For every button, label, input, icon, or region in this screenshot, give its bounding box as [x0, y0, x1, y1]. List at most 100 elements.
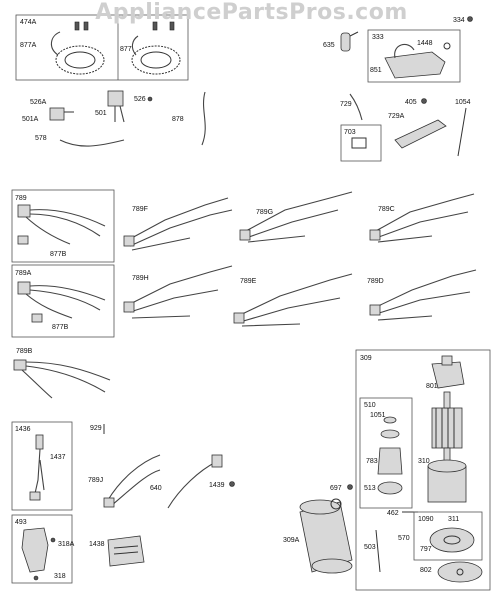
- end-cap-801: [431, 355, 465, 389]
- label-1437[interactable]: 1437: [50, 454, 66, 461]
- label-789C[interactable]: 789C: [378, 206, 395, 213]
- label-501A[interactable]: 501A: [22, 116, 39, 123]
- solenoid-493: [21, 527, 56, 581]
- box-309: [355, 349, 491, 591]
- label-503[interactable]: 503: [364, 544, 376, 551]
- label-578[interactable]: 578: [35, 135, 47, 142]
- label-333[interactable]: 333: [372, 34, 384, 41]
- box-493: [11, 514, 73, 584]
- clip-729A: [394, 119, 447, 149]
- housing-310: [427, 459, 467, 503]
- harness-789G: [239, 191, 353, 243]
- harness-789: [17, 204, 106, 245]
- label-1090[interactable]: 1090: [418, 516, 434, 523]
- label-1054[interactable]: 1054: [455, 99, 471, 106]
- label-697[interactable]: 697: [330, 485, 342, 492]
- label-729[interactable]: 729: [340, 101, 352, 108]
- label-802[interactable]: 802: [420, 567, 432, 574]
- harness-789D: [369, 269, 477, 321]
- label-310[interactable]: 310: [418, 458, 430, 465]
- box-510: [359, 397, 413, 509]
- label-789J[interactable]: 789J: [88, 477, 103, 484]
- label-877[interactable]: 877: [120, 46, 132, 53]
- box-703: [340, 124, 382, 162]
- cable-878: [201, 91, 206, 146]
- box-1436: [11, 421, 73, 511]
- label-309[interactable]: 309: [360, 355, 372, 362]
- part-334: [467, 16, 473, 22]
- label-877B-1[interactable]: 877B: [50, 251, 67, 258]
- box-789A: [11, 264, 115, 338]
- end-plate-802: [437, 561, 483, 583]
- label-1448[interactable]: 1448: [417, 40, 433, 47]
- label-510[interactable]: 510: [364, 402, 376, 409]
- label-309A[interactable]: 309A: [283, 537, 300, 544]
- switch-1436: [29, 434, 45, 501]
- harness-789B: [13, 359, 111, 399]
- ignition-module-333: [384, 42, 451, 79]
- label-311[interactable]: 311: [448, 516, 459, 523]
- harness-789A: [17, 281, 106, 323]
- box-789: [11, 189, 115, 263]
- part-501A: [49, 107, 74, 121]
- label-789G[interactable]: 789G: [256, 209, 273, 216]
- box-333: [367, 29, 461, 83]
- label-318[interactable]: 318: [54, 573, 66, 580]
- label-1051[interactable]: 1051: [370, 412, 386, 419]
- harness-789F: [123, 197, 233, 251]
- label-789B[interactable]: 789B: [16, 348, 33, 355]
- starter-motor-309A: [299, 498, 353, 574]
- stator-877A: [50, 21, 105, 75]
- label-635[interactable]: 635: [323, 42, 335, 49]
- label-929[interactable]: 929: [90, 425, 102, 432]
- label-789[interactable]: 789: [15, 195, 27, 202]
- label-797[interactable]: 797: [420, 546, 432, 553]
- part-405: [421, 98, 427, 104]
- part-635: [340, 31, 359, 52]
- brush-plate-1090: [429, 527, 475, 553]
- label-1436[interactable]: 1436: [15, 426, 31, 433]
- label-1439[interactable]: 1439: [209, 482, 225, 489]
- label-526[interactable]: 526: [134, 96, 146, 103]
- part-1439: [229, 481, 235, 487]
- tie-729: [349, 93, 363, 121]
- part-703: [351, 137, 367, 149]
- label-851[interactable]: 851: [370, 67, 382, 74]
- cable-578: [59, 139, 125, 147]
- bracket-503: [375, 529, 381, 573]
- label-783[interactable]: 783: [366, 458, 378, 465]
- label-513[interactable]: 513: [364, 485, 376, 492]
- label-801[interactable]: 801: [426, 383, 438, 390]
- box-1090: [413, 511, 483, 561]
- armature-310: [431, 391, 463, 465]
- label-526A[interactable]: 526A: [30, 99, 47, 106]
- harness-789C: [369, 193, 475, 243]
- label-493[interactable]: 493: [15, 519, 27, 526]
- label-405[interactable]: 405: [405, 99, 417, 106]
- label-570[interactable]: 570: [398, 535, 410, 542]
- label-640[interactable]: 640: [150, 485, 162, 492]
- label-1438[interactable]: 1438: [89, 541, 105, 548]
- harness-789E: [233, 273, 353, 327]
- label-789E[interactable]: 789E: [240, 278, 257, 285]
- label-462[interactable]: 462: [387, 510, 399, 517]
- label-789D[interactable]: 789D: [367, 278, 384, 285]
- label-501[interactable]: 501: [95, 110, 107, 117]
- harness-789H: [123, 265, 233, 319]
- box-474A: [15, 14, 189, 81]
- part-697: [347, 484, 353, 490]
- label-877A[interactable]: 877A: [20, 42, 37, 49]
- label-878[interactable]: 878: [172, 116, 184, 123]
- harness-640: [167, 454, 223, 509]
- label-789H[interactable]: 789H: [132, 275, 149, 282]
- label-789F[interactable]: 789F: [132, 206, 148, 213]
- label-703[interactable]: 703: [344, 129, 356, 136]
- label-729A[interactable]: 729A: [388, 113, 405, 120]
- label-474A[interactable]: 474A: [20, 19, 37, 26]
- label-877B-2[interactable]: 877B: [52, 324, 69, 331]
- label-334[interactable]: 334: [453, 17, 465, 24]
- label-789A[interactable]: 789A: [15, 270, 32, 277]
- label-318A[interactable]: 318A: [58, 541, 75, 548]
- drive-kit-510: [377, 416, 403, 495]
